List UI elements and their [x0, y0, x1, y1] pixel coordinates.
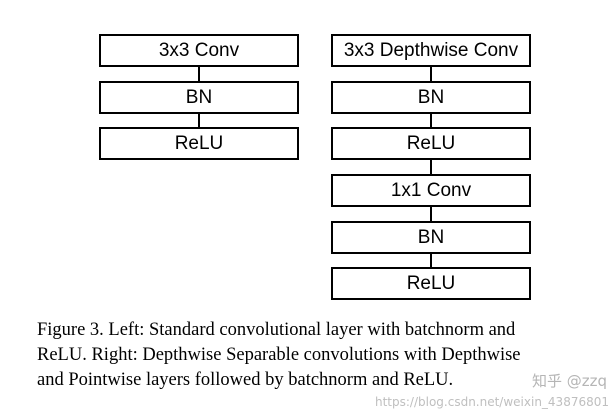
left-conv-layer-box: 3x3 Conv — [99, 34, 299, 67]
caption-line-1: Figure 3. Left: Standard convolutional l… — [37, 320, 516, 340]
right-connector-4 — [430, 205, 432, 221]
right-relu-layer-box-1: ReLU — [331, 127, 531, 160]
left-relu-layer-box: ReLU — [99, 127, 299, 160]
left-connector-1 — [198, 65, 200, 81]
right-bn-layer-box-1: BN — [331, 81, 531, 114]
watermark-url: https://blog.csdn.net/weixin_43876801 — [374, 395, 609, 409]
left-bn-layer-box: BN — [99, 81, 299, 114]
right-connector-5 — [430, 252, 432, 268]
right-relu-layer-box-2: ReLU — [331, 267, 531, 300]
right-connector-1 — [430, 65, 432, 81]
right-connector-3 — [430, 158, 432, 174]
right-bn-layer-box-2: BN — [331, 221, 531, 254]
caption-line-3: and Pointwise layers followed by batchno… — [37, 370, 454, 390]
right-pointwise-conv-layer-box: 1x1 Conv — [331, 174, 531, 207]
caption-line-2: ReLU. Right: Depthwise Separable convolu… — [37, 345, 521, 365]
right-connector-2 — [430, 112, 432, 128]
left-connector-2 — [198, 112, 200, 128]
right-depthwise-conv-layer-box: 3x3 Depthwise Conv — [331, 34, 531, 67]
watermark-logo: 知乎 @zzq — [531, 372, 607, 390]
figure-caption: Figure 3. Left: Standard convolutional l… — [37, 318, 603, 393]
